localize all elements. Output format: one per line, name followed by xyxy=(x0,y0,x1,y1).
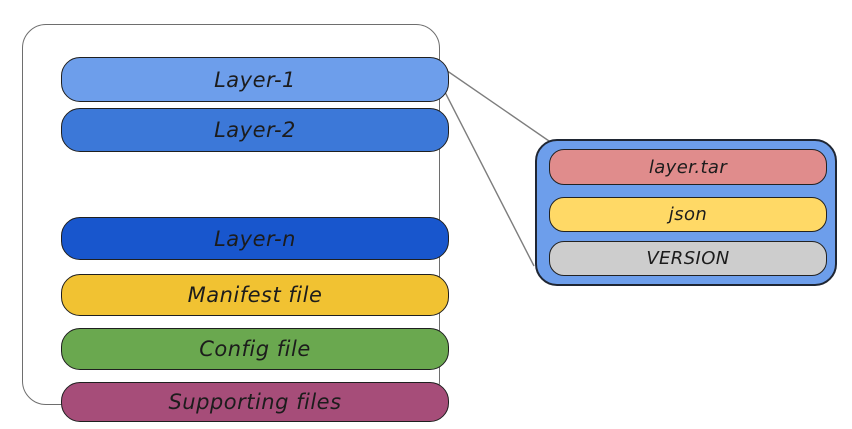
layer-2-bar: Layer-2 xyxy=(61,108,449,152)
layer-1-label: Layer-1 xyxy=(214,67,296,92)
layer-contents-container: layer.tar json VERSION xyxy=(535,139,837,286)
layer-tar-bar: layer.tar xyxy=(549,149,827,185)
version-bar: VERSION xyxy=(549,241,827,276)
image-layers-container: Layer-1 Layer-2 Layer-n Manifest file Co… xyxy=(22,24,449,422)
layer-n-bar: Layer-n xyxy=(61,217,449,260)
supporting-files-label: Supporting files xyxy=(168,390,342,414)
version-label: VERSION xyxy=(646,248,730,269)
config-file-bar: Config file xyxy=(61,328,449,370)
manifest-file-bar: Manifest file xyxy=(61,274,449,316)
manifest-file-label: Manifest file xyxy=(187,283,323,307)
json-bar: json xyxy=(549,197,827,232)
layer-1-bar: Layer-1 xyxy=(61,57,449,102)
json-label: json xyxy=(668,204,708,225)
layer-2-label: Layer-2 xyxy=(214,118,296,142)
layer-tar-label: layer.tar xyxy=(648,156,728,178)
layer-n-label: Layer-n xyxy=(214,226,296,251)
config-file-label: Config file xyxy=(199,337,311,361)
supporting-files-bar: Supporting files xyxy=(61,382,449,422)
